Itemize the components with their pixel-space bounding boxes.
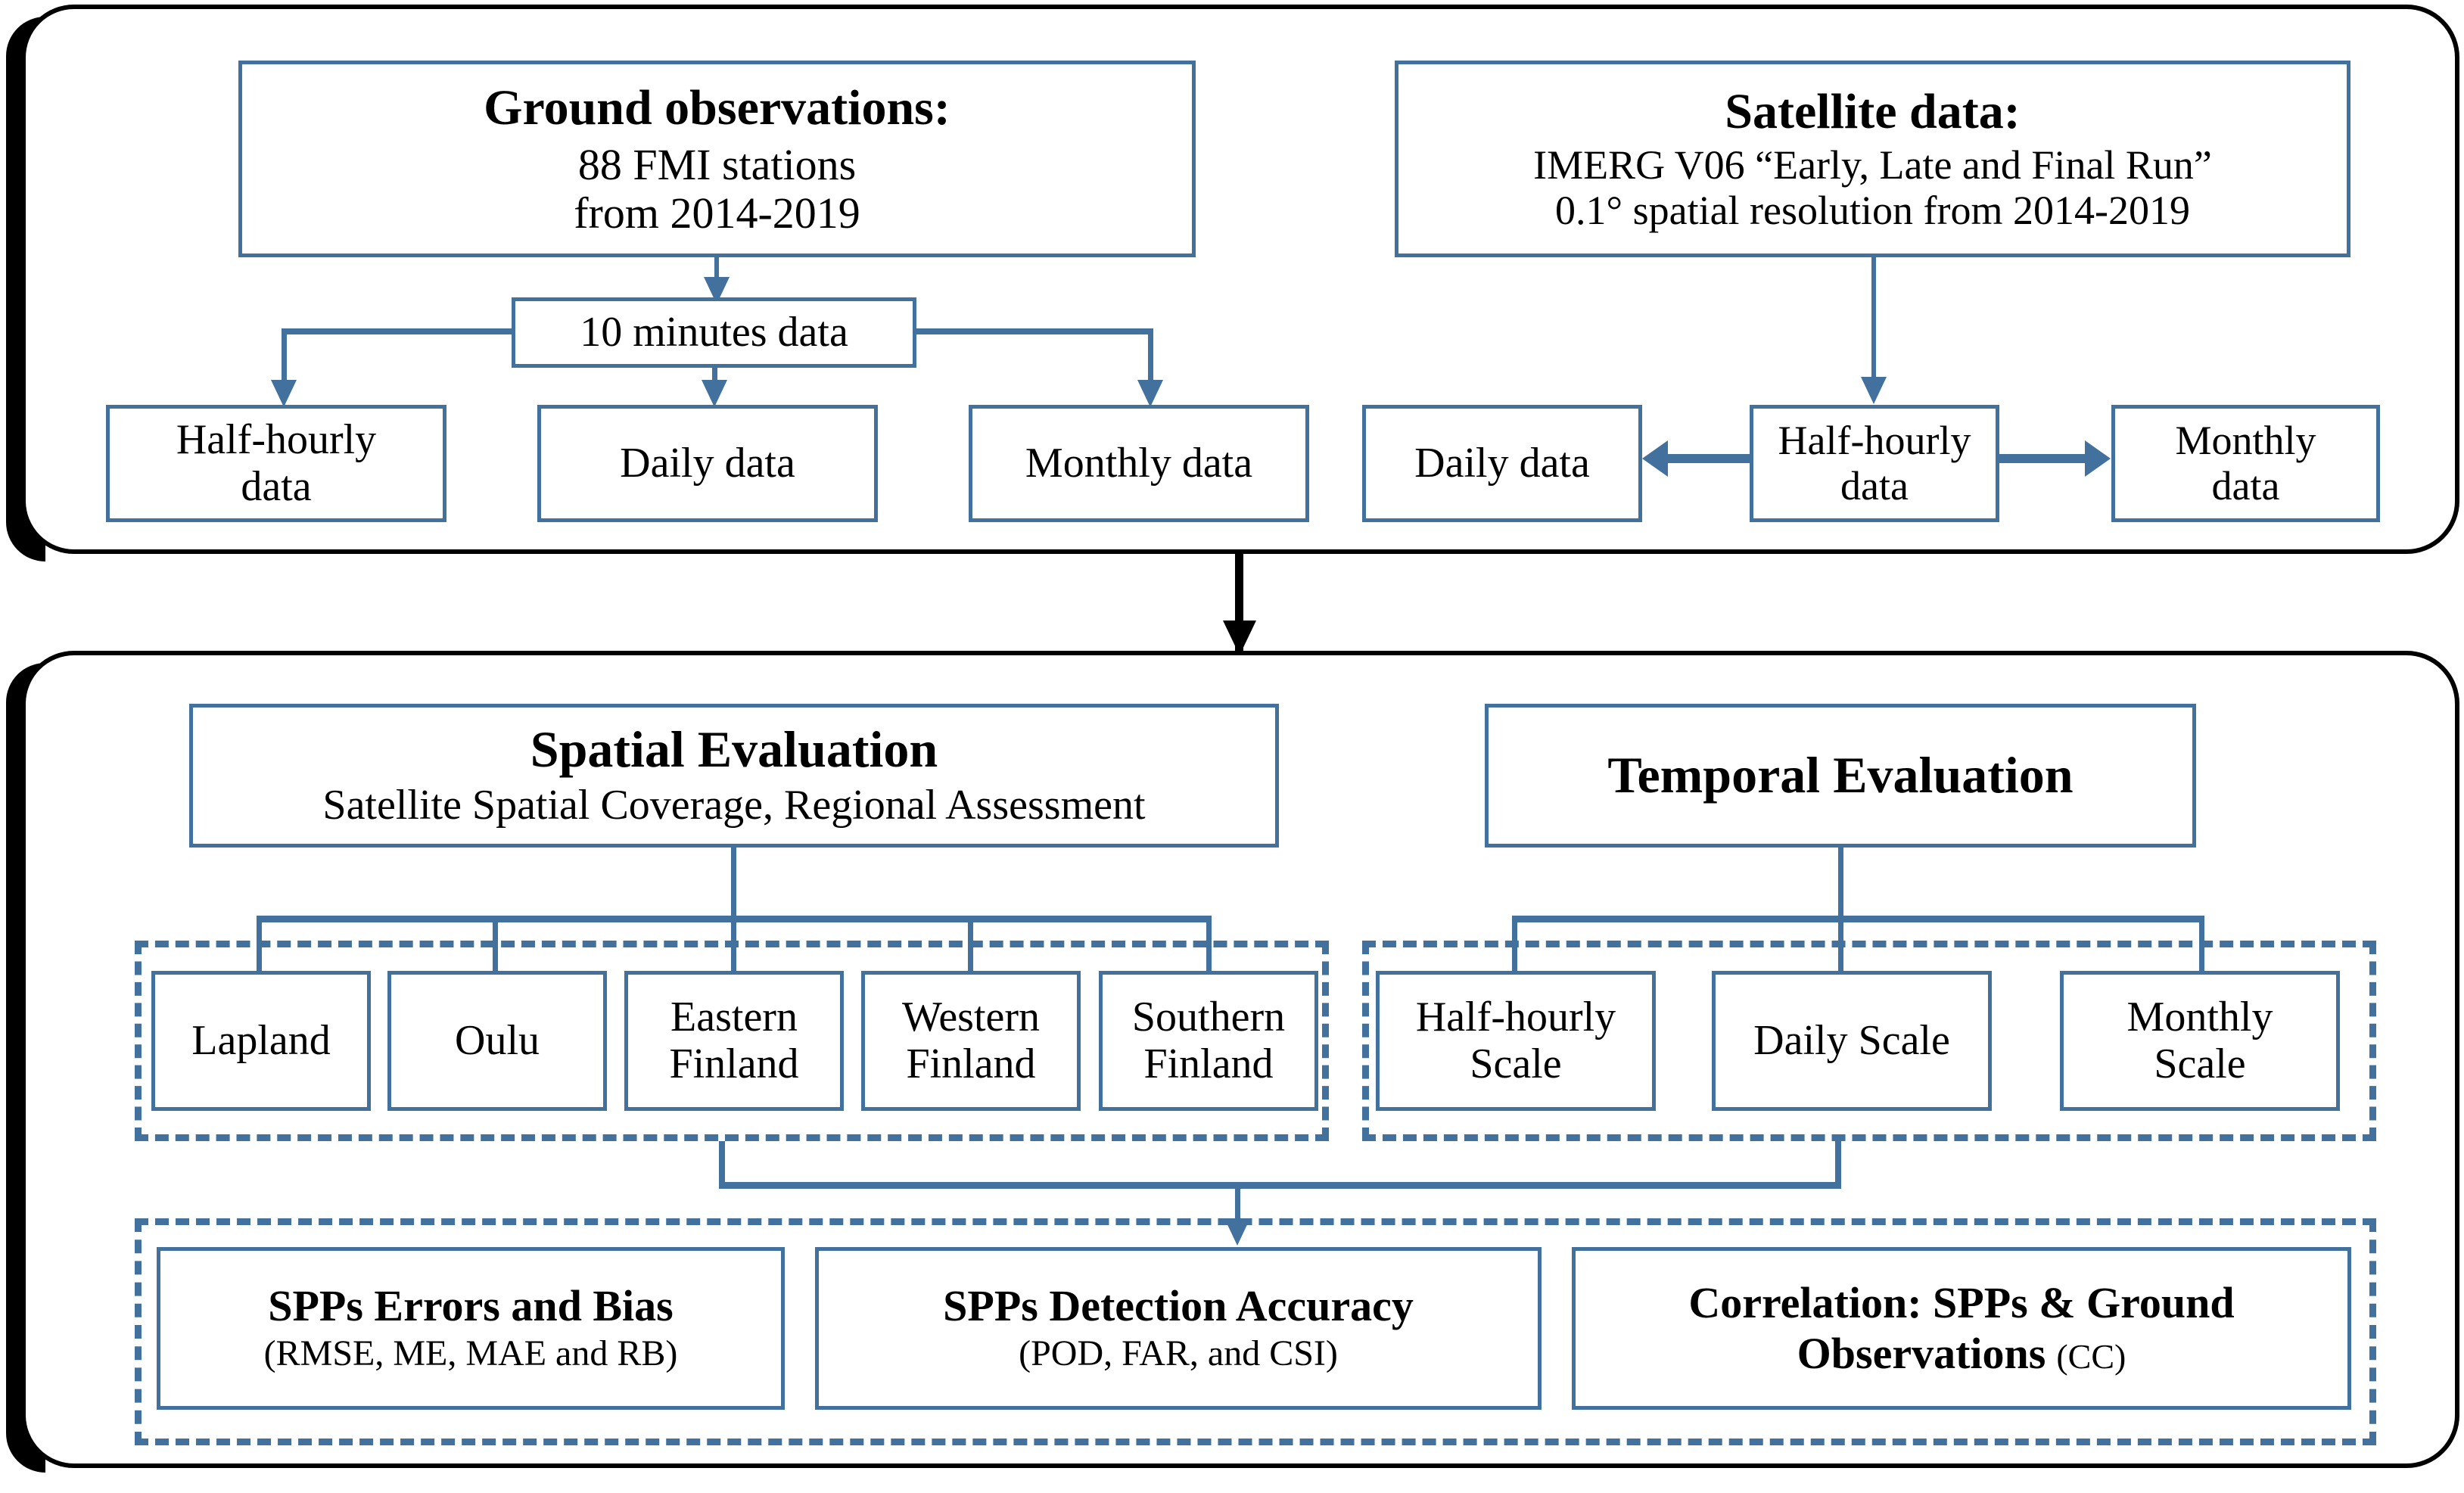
connector-merge-drop: [1235, 1182, 1240, 1227]
satellite-output-2-line2: data: [2211, 462, 2280, 509]
connector-tenmin-right-drop: [1148, 328, 1153, 387]
scale-0-line1: Half-hourly: [1415, 993, 1616, 1040]
region-3-line2: Finland: [906, 1040, 1036, 1087]
arrow-tenmin-to-half-hourly: [271, 380, 297, 407]
arrow-merge-to-metrics: [1224, 1218, 1250, 1246]
metric-1-title: SPPs Detection Accuracy: [943, 1280, 1414, 1330]
satellite-output-daily-data: Daily data: [1362, 405, 1642, 522]
scale-1-line1: Daily Scale: [1753, 1016, 1950, 1064]
connector-halfhourly-to-daily: [1668, 454, 1751, 463]
arrow-halfhourly-to-daily: [1642, 440, 1668, 477]
metric-2-sub: (CC): [2056, 1336, 2126, 1376]
scale-box-half-hourly: Half-hourly Scale: [1376, 971, 1656, 1111]
connector-temporal-stem: [1838, 848, 1843, 918]
scale-0-line2: Scale: [1470, 1040, 1562, 1087]
region-4-line1: Southern: [1131, 993, 1286, 1040]
ground-observations-line1: 88 FMI stations: [577, 139, 857, 189]
connector-temporal-drop-0: [1512, 916, 1517, 1022]
metrics-group: [135, 1218, 2376, 1445]
temporal-evaluation-title: Temporal Evaluation: [1607, 746, 2074, 804]
satellite-data-line1: IMERG V06 “Early, Late and Final Run”: [1533, 142, 2212, 188]
satellite-output-2-line1: Monthly: [2175, 418, 2316, 464]
scale-2-line1: Monthly: [2126, 993, 2273, 1040]
ground-output-1-line1: Daily data: [620, 439, 795, 487]
ground-output-monthly-data: Monthly data: [969, 405, 1309, 522]
connector-tenmin-left-drop: [282, 328, 287, 387]
scale-2-line2: Scale: [2154, 1040, 2246, 1087]
connector-tenmin-mid-drop: [712, 368, 717, 387]
region-box-southern-finland: Southern Finland: [1099, 971, 1318, 1111]
ten-minutes-data-label: 10 minutes data: [580, 308, 848, 356]
connector-top-to-bottom-panel: [1235, 554, 1243, 652]
metric-box-correlation: Correlation: SPPs & Ground Observations …: [1572, 1247, 2351, 1410]
ground-output-0-line1: Half-hourly: [176, 415, 377, 463]
ground-observations-line2: from 2014-2019: [574, 188, 860, 238]
ground-output-0-line2: data: [241, 462, 312, 510]
metric-box-detection-accuracy: SPPs Detection Accuracy (POD, FAR, and C…: [815, 1247, 1542, 1410]
metric-2-title2: Observations: [1797, 1328, 2046, 1378]
temporal-evaluation-box: Temporal Evaluation: [1485, 704, 2196, 848]
scales-group: [1362, 941, 2376, 1141]
connector-spatial-drop-1: [493, 916, 498, 1022]
region-1-line1: Oulu: [455, 1016, 540, 1064]
spatial-evaluation-title: Spatial Evaluation: [530, 720, 938, 779]
region-box-eastern-finland: Eastern Finland: [624, 971, 844, 1111]
satellite-output-1-line2: data: [1840, 462, 1909, 509]
satellite-output-monthly-data: Monthly data: [2111, 405, 2380, 522]
region-box-western-finland: Western Finland: [861, 971, 1081, 1111]
connector-spatial-drop-3: [968, 916, 973, 1022]
region-2-line2: Finland: [669, 1040, 799, 1087]
metric-1-sub: (POD, FAR, and CSI): [1019, 1333, 1338, 1374]
region-4-line2: Finland: [1143, 1040, 1274, 1087]
connector-halfhourly-to-monthly: [1998, 454, 2085, 463]
metric-0-sub: (RMSE, ME, MAE and RB): [263, 1333, 678, 1374]
connector-regions-drop: [719, 1141, 725, 1187]
connector-scales-drop: [1835, 1141, 1841, 1187]
arrow-tenmin-to-monthly: [1137, 380, 1163, 407]
connector-spatial-drop-4: [1206, 916, 1212, 1022]
ground-observations-title: Ground observations:: [484, 79, 950, 135]
connector-spatial-drop-0: [257, 916, 262, 1022]
arrow-tenmin-to-daily: [702, 380, 727, 407]
ground-observations-box: Ground observations: 88 FMI stations fro…: [238, 61, 1196, 257]
satellite-data-box: Satellite data: IMERG V06 “Early, Late a…: [1395, 61, 2350, 257]
ground-output-daily-data: Daily data: [537, 405, 878, 522]
arrow-satellite-to-half-hourly: [1861, 377, 1887, 404]
arrow-top-to-bottom-panel: [1223, 621, 1256, 655]
satellite-output-1-line1: Half-hourly: [1778, 418, 1971, 464]
satellite-data-title: Satellite data:: [1725, 83, 2021, 139]
region-box-oulu: Oulu: [387, 971, 607, 1111]
scale-box-monthly: Monthly Scale: [2060, 971, 2340, 1111]
connector-merge-bus: [719, 1182, 1841, 1189]
ten-minutes-data-box: 10 minutes data: [512, 297, 916, 368]
satellite-output-half-hourly-data: Half-hourly data: [1750, 405, 1999, 522]
arrow-halfhourly-to-monthly: [2085, 440, 2111, 477]
region-0-line1: Lapland: [191, 1016, 331, 1064]
connector-temporal-drop-1: [1838, 916, 1843, 1022]
region-3-line1: Western: [901, 993, 1041, 1040]
satellite-data-line2: 0.1° spatial resolution from 2014-2019: [1555, 187, 2190, 233]
satellite-output-0-line1: Daily data: [1414, 439, 1590, 487]
metric-0-title: SPPs Errors and Bias: [268, 1280, 674, 1330]
connector-satellite-to-half-hourly: [1871, 257, 1876, 382]
region-box-lapland: Lapland: [151, 971, 371, 1111]
spatial-evaluation-subtitle: Satellite Spatial Coverage, Regional Ass…: [322, 781, 1146, 829]
metric-box-errors-and-bias: SPPs Errors and Bias (RMSE, ME, MAE and …: [157, 1247, 785, 1410]
connector-spatial-stem: [731, 848, 736, 918]
region-2-line1: Eastern: [670, 993, 798, 1040]
connector-spatial-drop-2: [731, 916, 736, 1022]
metric-2-title: Correlation: SPPs & Ground: [1688, 1277, 2235, 1327]
connector-temporal-drop-2: [2199, 916, 2204, 1022]
scale-box-daily: Daily Scale: [1712, 971, 1992, 1111]
spatial-evaluation-box: Spatial Evaluation Satellite Spatial Cov…: [189, 704, 1279, 848]
ground-output-half-hourly-data: Half-hourly data: [106, 405, 446, 522]
ground-output-2-line1: Monthly data: [1025, 439, 1253, 487]
connector-temporal-bus: [1512, 916, 2204, 922]
